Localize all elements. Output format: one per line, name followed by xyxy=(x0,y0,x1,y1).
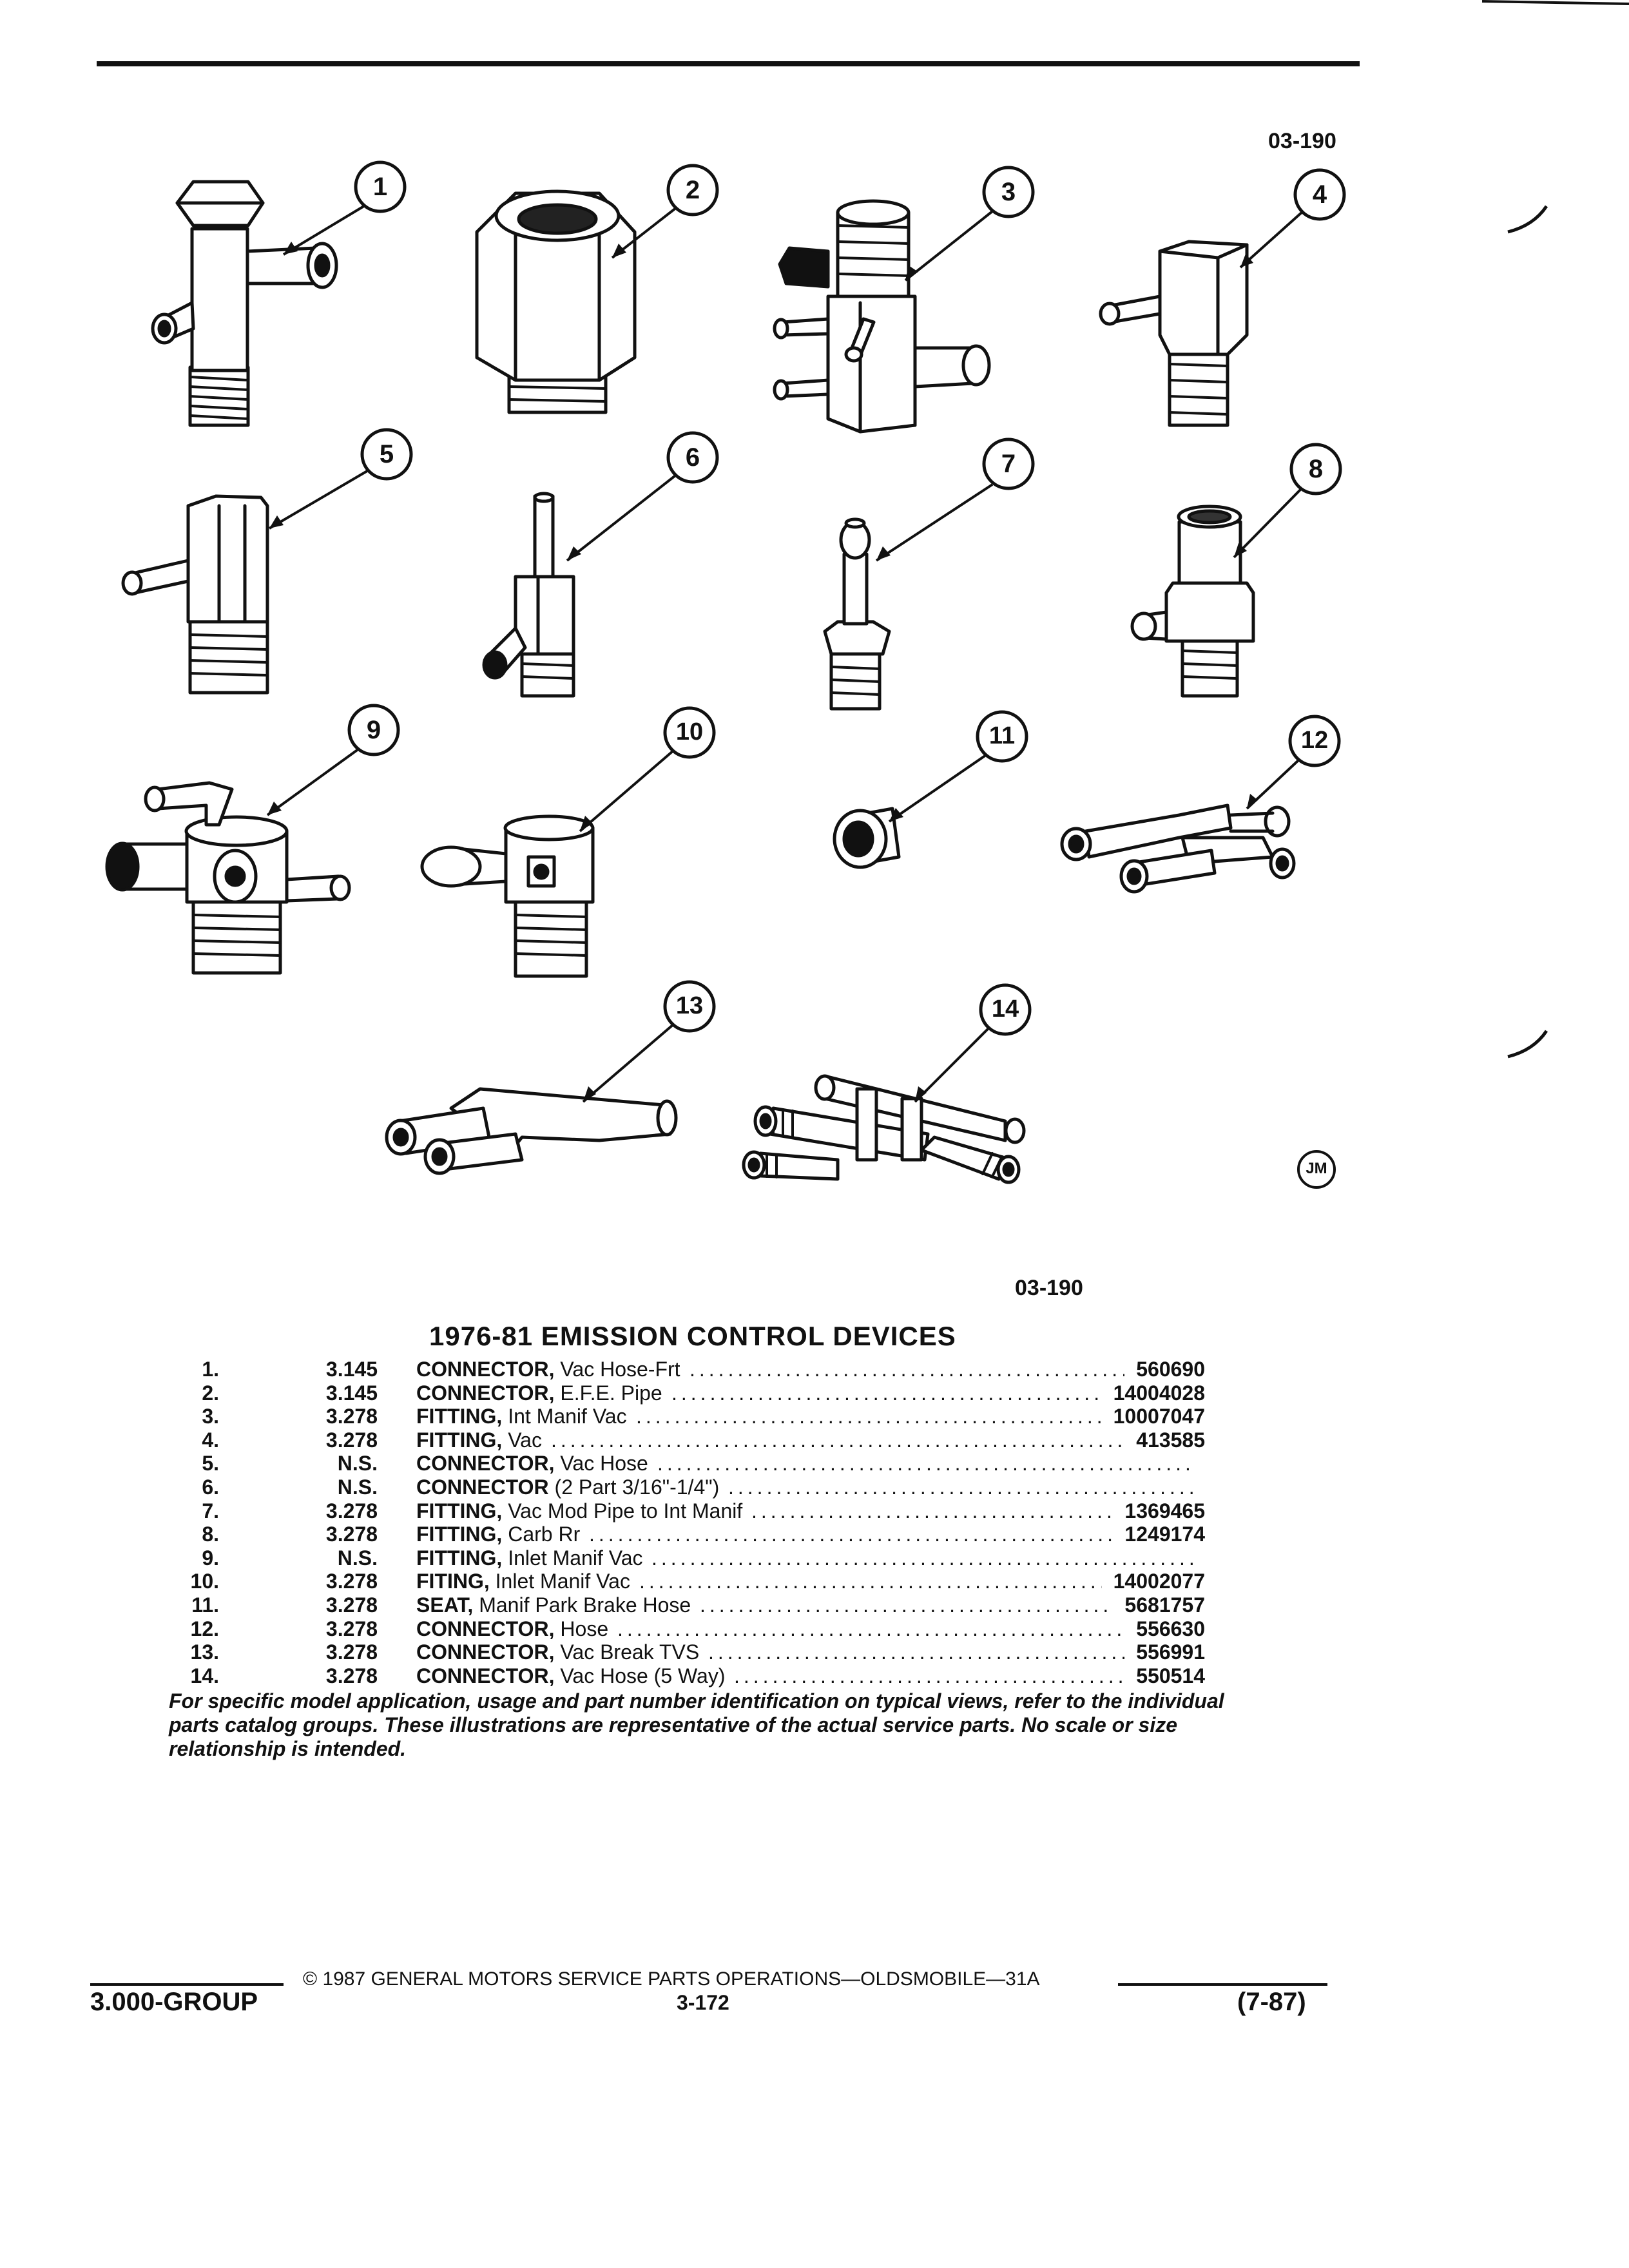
part-13-vac-break-tvs-connector xyxy=(385,1087,678,1175)
dot-leader: ........................................… xyxy=(657,1452,1193,1475)
callout-circle-11 xyxy=(976,710,1028,763)
dot-leader: ........................................… xyxy=(689,1358,1124,1381)
callout-circle-14 xyxy=(979,983,1032,1036)
parts-row: ........................................… xyxy=(202,1381,1205,1405)
callout-number-10: 10 xyxy=(675,718,704,745)
footer-rule-right xyxy=(1118,1983,1327,1986)
footer-rule-left xyxy=(90,1983,284,1986)
parts-row: ........................................… xyxy=(202,1523,1205,1546)
dot-leader: ........................................… xyxy=(589,1523,1113,1546)
part-14-vac-hose-5-way-connector xyxy=(742,1074,1026,1184)
dot-leader: ........................................… xyxy=(728,1475,1193,1499)
part-8-carb-rr-fitting xyxy=(1130,505,1255,698)
parts-row: ........................................… xyxy=(161,1546,1218,1570)
parts-row: ........................................… xyxy=(202,1358,1205,1381)
callout-number-4: 4 xyxy=(1312,180,1327,209)
callout-number-6: 6 xyxy=(685,443,700,472)
part-1-vac-hose-connector xyxy=(151,180,338,427)
parts-row: ........................................… xyxy=(202,1499,1205,1523)
callout-number-13: 13 xyxy=(675,992,704,1019)
parts-list: ........................................… xyxy=(161,1358,1218,1687)
dot-leader: ........................................… xyxy=(700,1593,1113,1617)
part-4-vac-fitting xyxy=(1099,240,1249,427)
artist-mark-circle xyxy=(1297,1150,1336,1189)
callout-circle-7 xyxy=(982,437,1035,490)
callout-number-5: 5 xyxy=(379,440,394,468)
dot-leader: ........................................… xyxy=(671,1381,1102,1405)
parts-row: ........................................… xyxy=(202,1475,1193,1499)
header-rule xyxy=(97,61,1360,66)
parts-row: ........................................… xyxy=(190,1664,1205,1687)
callout-number-1: 1 xyxy=(372,173,388,201)
callout-circle-3 xyxy=(982,166,1035,218)
parts-row: ........................................… xyxy=(191,1593,1205,1617)
group-label: 3.000-GROUP xyxy=(90,1988,258,2016)
callout-number-2: 2 xyxy=(685,176,700,204)
callout-circle-6 xyxy=(666,431,719,484)
copyright-line: © 1987 GENERAL MOTORS SERVICE PARTS OPER… xyxy=(303,1968,1040,1990)
parts-row: ........................................… xyxy=(190,1570,1205,1593)
dot-leader: ........................................… xyxy=(636,1405,1102,1428)
callout-number-14: 14 xyxy=(991,995,1019,1023)
usage-note: For specific model application, usage an… xyxy=(169,1689,1224,1760)
part-6-connector-2-part xyxy=(482,492,575,698)
part-7-vac-mod-pipe-fitting xyxy=(823,517,891,711)
section-title: 1976-81 EMISSION CONTROL DEVICES xyxy=(429,1321,956,1351)
callout-circle-10 xyxy=(663,706,716,759)
parts-illustration xyxy=(105,160,1548,1189)
callout-circle-4 xyxy=(1293,168,1346,221)
callout-number-9: 9 xyxy=(366,716,381,744)
revision-date: (7-87) xyxy=(1237,1988,1306,2016)
figure-id-bottom: 03-190 xyxy=(1015,1276,1083,1300)
dot-leader: ........................................… xyxy=(734,1664,1124,1687)
page-number: 3-172 xyxy=(677,1991,729,2014)
dot-leader: ........................................… xyxy=(751,1499,1113,1523)
figure-id-top: 03-190 xyxy=(1268,129,1336,153)
parts-row: ........................................… xyxy=(190,1640,1205,1664)
parts-row: ........................................… xyxy=(202,1405,1205,1428)
callout-number-8: 8 xyxy=(1308,455,1324,483)
callout-circle-5 xyxy=(360,428,413,481)
dot-leader: ........................................… xyxy=(617,1617,1124,1640)
callout-number-7: 7 xyxy=(1001,450,1016,478)
parts-row: ........................................… xyxy=(202,1428,1205,1452)
parts-row: ........................................… xyxy=(190,1617,1205,1640)
callout-number-11: 11 xyxy=(988,722,1016,749)
dot-leader: ........................................… xyxy=(708,1640,1124,1664)
part-5-vac-hose-connector xyxy=(121,494,269,695)
callout-circle-8 xyxy=(1289,443,1342,495)
callout-circle-1 xyxy=(354,160,407,213)
dot-leader: ........................................… xyxy=(551,1428,1124,1452)
dot-leader: ........................................… xyxy=(639,1570,1102,1593)
callout-circle-9 xyxy=(347,704,400,756)
callout-circle-13 xyxy=(663,980,716,1033)
part-10-inlet-manif-vac-fitting xyxy=(420,814,595,978)
part-12-hose-connector xyxy=(1060,803,1296,894)
callout-circle-2 xyxy=(666,164,719,216)
part-11-park-brake-hose-seat xyxy=(833,807,901,869)
dot-leader: ........................................… xyxy=(651,1546,1193,1570)
part-9-inlet-manif-vac-fitting xyxy=(105,781,351,975)
part-3-int-manif-vac-fitting xyxy=(773,199,991,434)
callout-number-3: 3 xyxy=(1001,178,1016,206)
callout-number-12: 12 xyxy=(1300,727,1329,754)
part-2-efe-pipe-connector xyxy=(475,189,637,414)
artist-mark: JM xyxy=(1306,1160,1327,1177)
callout-circle-12 xyxy=(1288,715,1341,767)
parts-row: ........................................… xyxy=(202,1452,1193,1475)
